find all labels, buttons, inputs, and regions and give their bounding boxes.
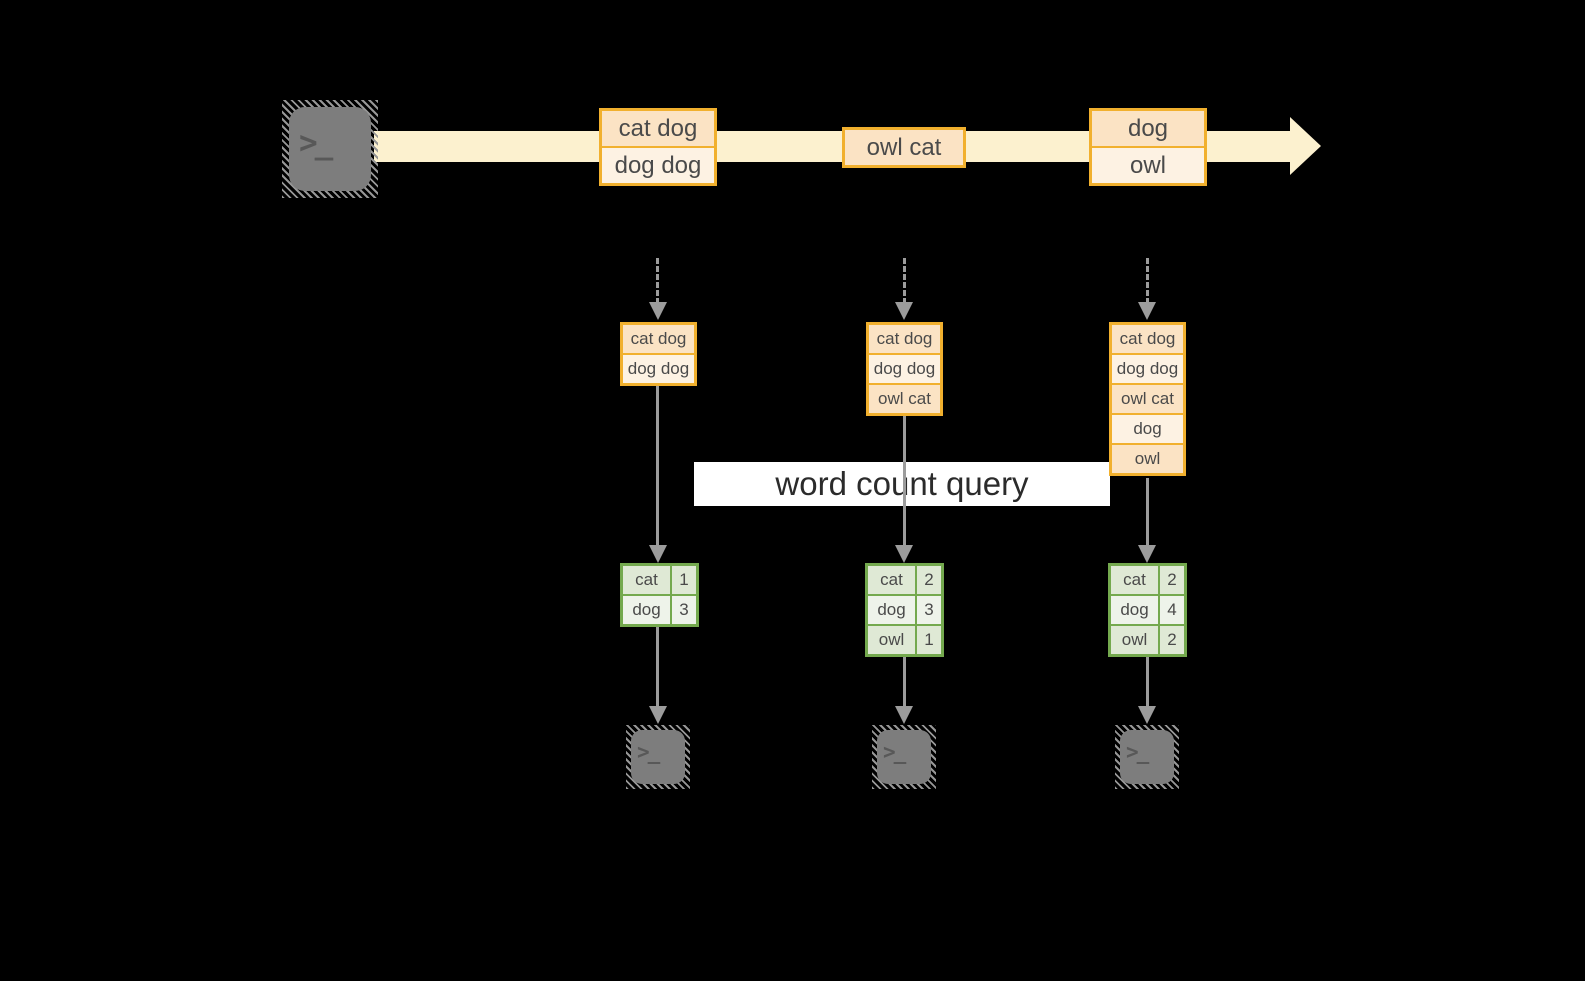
state-row: owl cat xyxy=(1112,385,1183,413)
stream-to-state-arrow xyxy=(903,258,906,304)
terminal-screen xyxy=(289,107,371,191)
count-row: owl 2 xyxy=(1111,626,1184,654)
word-cell: dog xyxy=(868,596,915,624)
stream-batch-2: owl cat xyxy=(842,127,966,168)
terminal-prompt-glyph: >_ xyxy=(883,740,906,764)
count-table-2: cat 2 dog 3 owl 1 xyxy=(865,563,944,657)
state-to-count-arrow xyxy=(656,386,659,546)
count-to-sink-arrow xyxy=(903,657,906,707)
stream-batch-row: owl xyxy=(1092,148,1204,183)
terminal-icon: >_ xyxy=(872,725,936,789)
count-row: dog 4 xyxy=(1111,596,1184,624)
count-cell: 3 xyxy=(672,596,696,624)
state-row: dog dog xyxy=(623,355,694,383)
terminal-icon: >_ xyxy=(282,100,378,198)
count-cell: 2 xyxy=(1160,566,1184,594)
count-to-sink-arrow xyxy=(656,627,659,707)
stream-batch-row: dog xyxy=(1092,111,1204,146)
count-cell: 1 xyxy=(917,626,941,654)
word-cell: cat xyxy=(868,566,915,594)
state-row: cat dog xyxy=(1112,325,1183,353)
down-arrowhead-icon xyxy=(895,706,913,724)
count-row: cat 1 xyxy=(623,566,696,594)
stream-to-state-arrow xyxy=(656,258,659,304)
state-row: cat dog xyxy=(869,325,940,353)
down-arrowhead-icon xyxy=(895,545,913,563)
terminal-screen xyxy=(877,730,931,784)
terminal-screen xyxy=(631,730,685,784)
count-cell: 3 xyxy=(917,596,941,624)
state-row: dog dog xyxy=(869,355,940,383)
stream-to-state-arrow xyxy=(1146,258,1149,304)
state-box-2: cat dog dog dog owl cat xyxy=(866,322,943,416)
stream-batch-3: dog owl xyxy=(1089,108,1207,186)
stream-batch-row: cat dog xyxy=(602,111,714,146)
state-row: dog dog xyxy=(1112,355,1183,383)
down-arrowhead-icon xyxy=(649,545,667,563)
terminal-icon: >_ xyxy=(626,725,690,789)
count-to-sink-arrow xyxy=(1146,657,1149,707)
count-row: cat 2 xyxy=(868,566,941,594)
terminal-screen xyxy=(1120,730,1174,784)
terminal-icon: >_ xyxy=(1115,725,1179,789)
down-arrowhead-icon xyxy=(1138,706,1156,724)
count-cell: 2 xyxy=(1160,626,1184,654)
state-row: dog xyxy=(1112,415,1183,443)
word-cell: dog xyxy=(1111,596,1158,624)
word-cell: cat xyxy=(623,566,670,594)
down-arrowhead-icon xyxy=(649,706,667,724)
count-row: dog 3 xyxy=(868,596,941,624)
terminal-prompt-glyph: >_ xyxy=(299,125,333,161)
state-row: owl xyxy=(1112,445,1183,473)
word-cell: dog xyxy=(623,596,670,624)
count-cell: 2 xyxy=(917,566,941,594)
count-table-3: cat 2 dog 4 owl 2 xyxy=(1108,563,1187,657)
down-arrowhead-icon xyxy=(1138,302,1156,320)
count-row: owl 1 xyxy=(868,626,941,654)
terminal-prompt-glyph: >_ xyxy=(637,740,660,764)
state-to-count-arrow xyxy=(903,416,906,546)
stream-batch-1: cat dog dog dog xyxy=(599,108,717,186)
state-box-1: cat dog dog dog xyxy=(620,322,697,386)
stream-batch-row: owl cat xyxy=(845,130,963,165)
count-row: dog 3 xyxy=(623,596,696,624)
state-row: owl cat xyxy=(869,385,940,413)
terminal-prompt-glyph: >_ xyxy=(1126,740,1149,764)
state-row: cat dog xyxy=(623,325,694,353)
state-to-count-arrow xyxy=(1146,478,1149,546)
query-label: word count query xyxy=(694,462,1110,506)
state-box-3: cat dog dog dog owl cat dog owl xyxy=(1109,322,1186,476)
word-cell: owl xyxy=(868,626,915,654)
down-arrowhead-icon xyxy=(895,302,913,320)
down-arrowhead-icon xyxy=(649,302,667,320)
count-table-1: cat 1 dog 3 xyxy=(620,563,699,627)
count-cell: 1 xyxy=(672,566,696,594)
stream-batch-row: dog dog xyxy=(602,148,714,183)
word-cell: owl xyxy=(1111,626,1158,654)
word-cell: cat xyxy=(1111,566,1158,594)
stream-arrowhead-icon xyxy=(1290,117,1321,175)
count-cell: 4 xyxy=(1160,596,1184,624)
count-row: cat 2 xyxy=(1111,566,1184,594)
down-arrowhead-icon xyxy=(1138,545,1156,563)
